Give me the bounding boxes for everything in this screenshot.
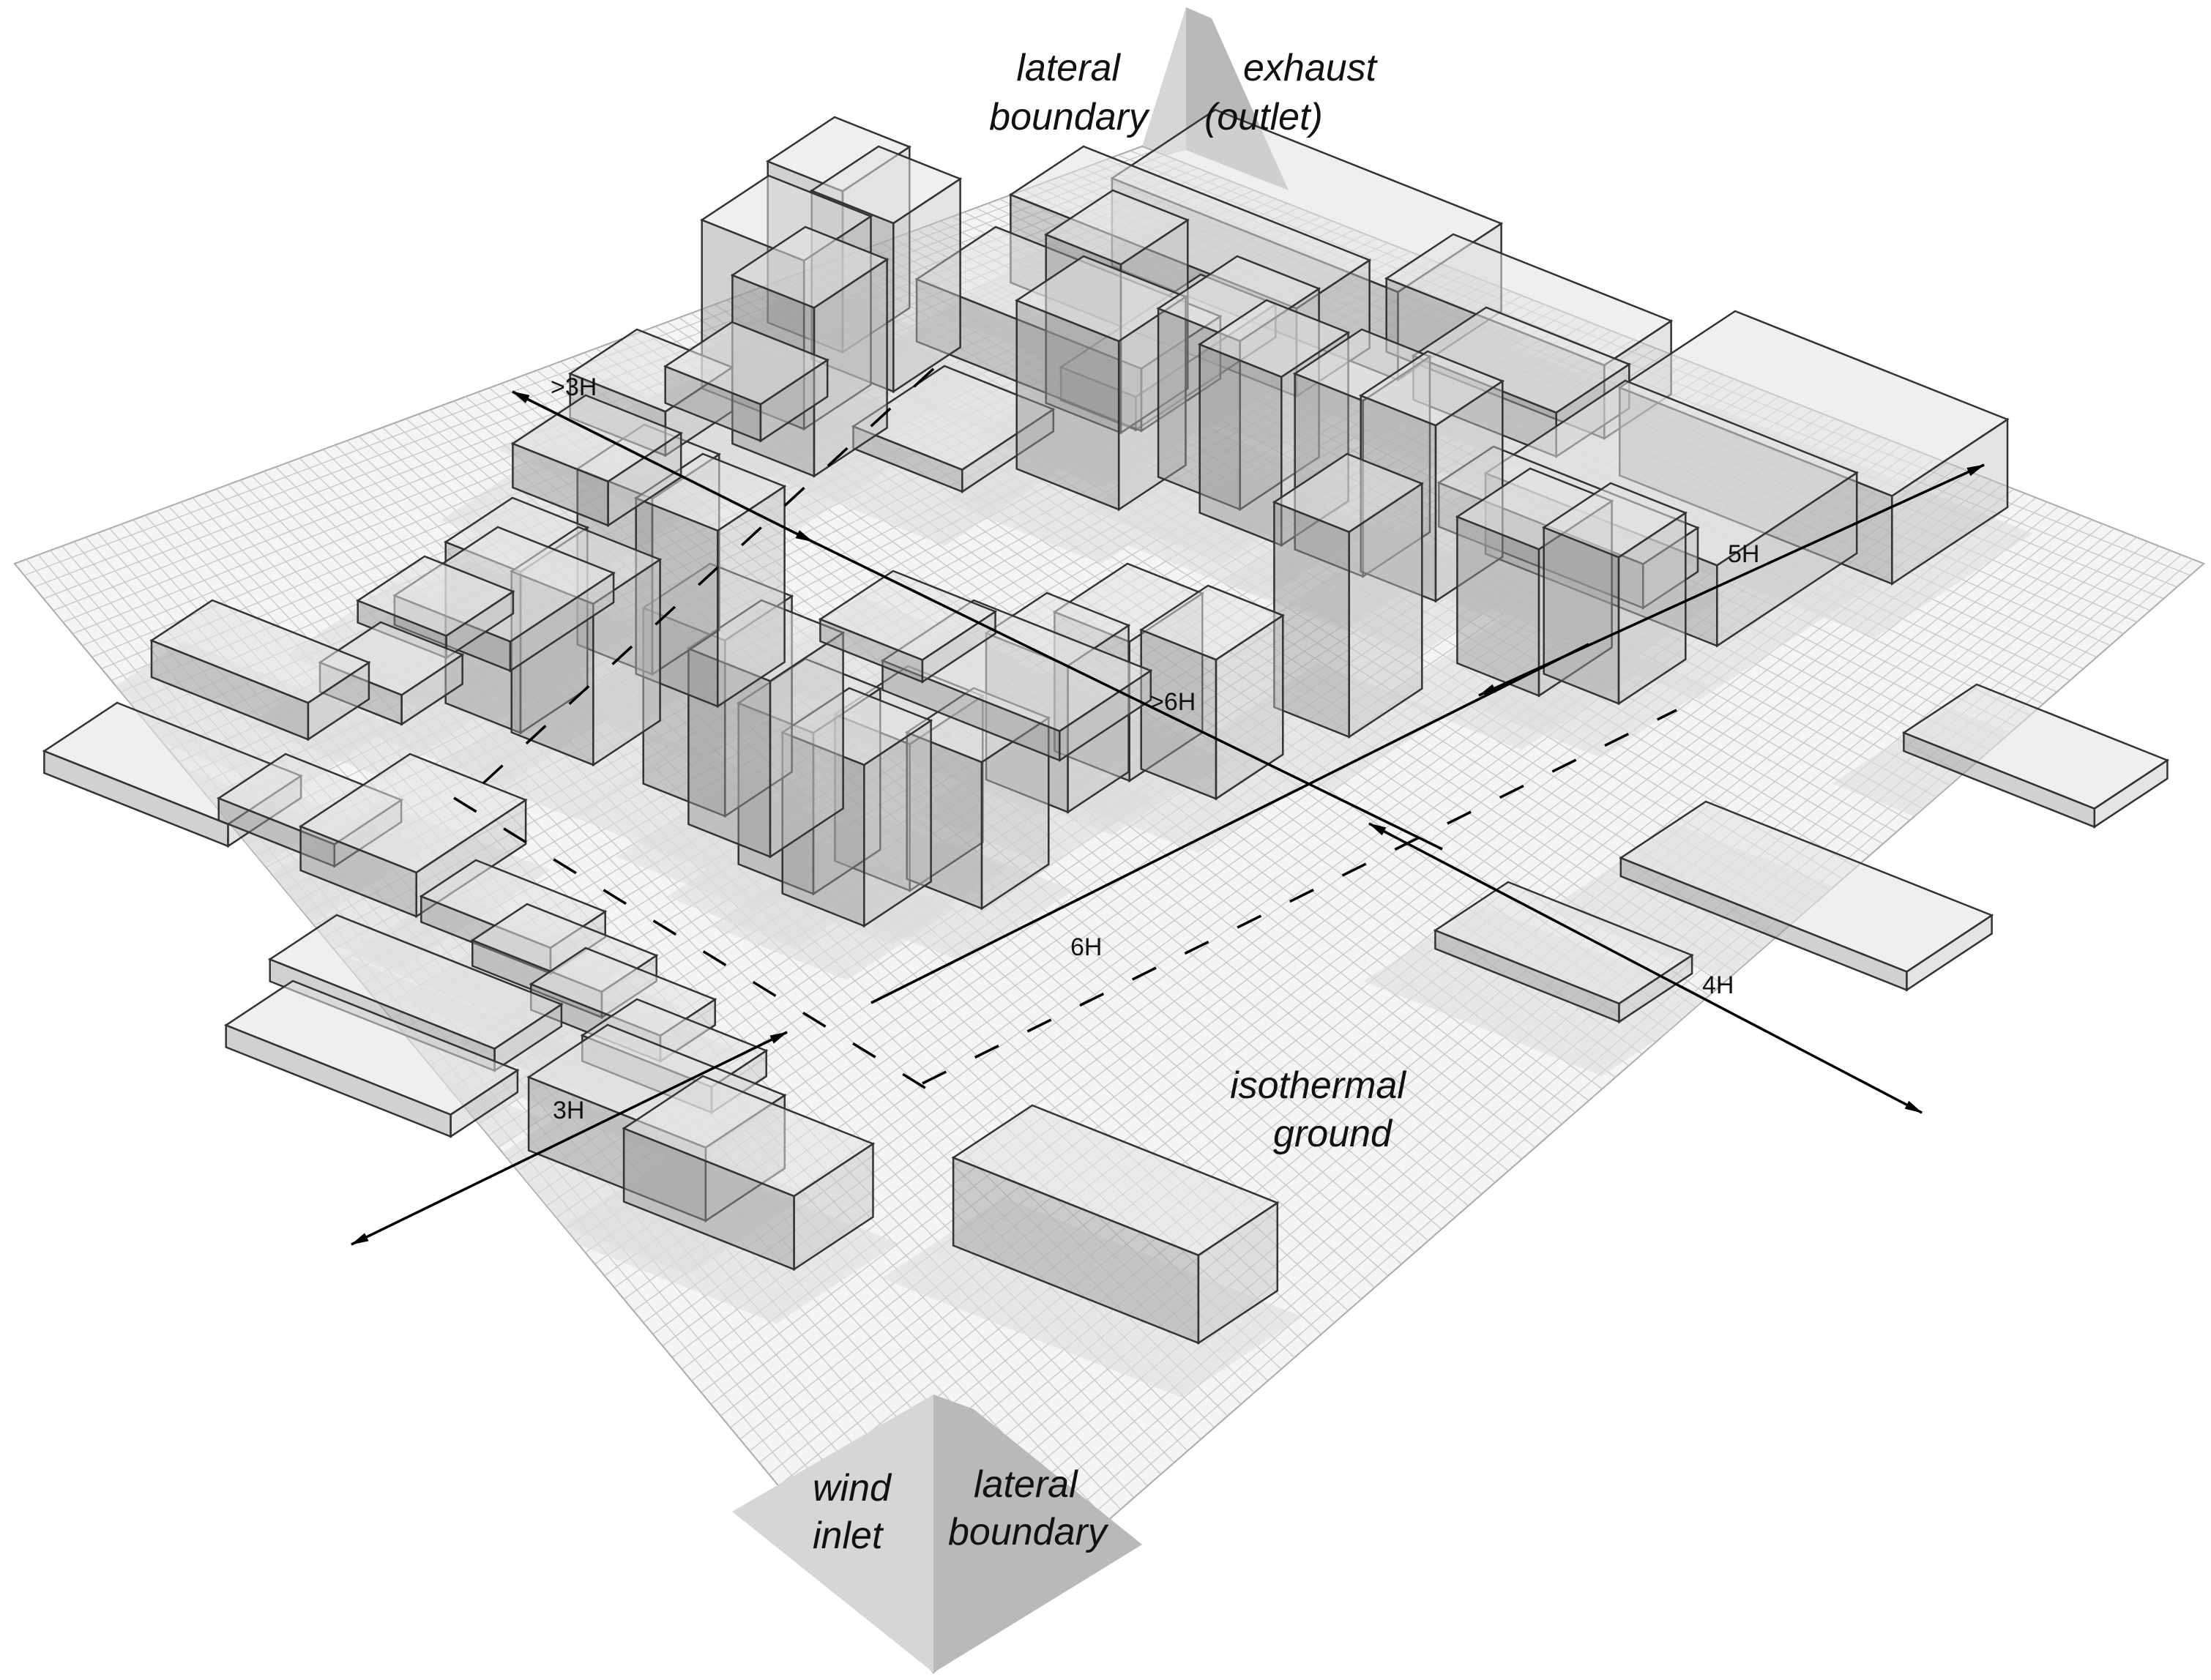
dim-label-3H: 3H: [553, 1097, 584, 1124]
building-roof: [686, 599, 846, 682]
building-face-left: [1543, 526, 1620, 706]
labels: lateral boundary exhaust (outlet) wind i…: [551, 47, 1759, 1557]
building-block: [905, 687, 1051, 911]
building-block: [780, 687, 933, 928]
label-ground: ground: [1273, 1113, 1393, 1155]
label-lateral-boundary-top-1: lateral: [1016, 47, 1121, 89]
building-roof: [1139, 584, 1285, 661]
building-block: [1139, 584, 1285, 801]
building-roof: [1901, 683, 2170, 810]
building-block: [318, 621, 465, 726]
building-roof: [298, 753, 528, 874]
label-exhaust: exhaust: [1243, 47, 1379, 89]
building-roof: [818, 570, 998, 661]
dim-line-6H: [870, 643, 1589, 1004]
building-roof: [1359, 350, 1505, 427]
label-inlet: inlet: [813, 1515, 884, 1557]
building-roof: [951, 1104, 1280, 1257]
building-block: [1272, 452, 1424, 739]
label-outlet: (outlet): [1204, 96, 1323, 138]
building-roof: [1008, 145, 1372, 310]
building-block: [851, 365, 1056, 494]
label-wind: wind: [813, 1467, 892, 1509]
building-block: [149, 599, 371, 742]
dim-label-6H: 6H: [1070, 933, 1102, 961]
dashed-line-upper: [482, 357, 946, 785]
dim-line-gt6H: [812, 540, 1443, 851]
building-roof: [356, 555, 515, 638]
dim-line-4H: [1368, 822, 1923, 1114]
label-lateral-boundary-bottom-2: boundary: [948, 1511, 1109, 1553]
label-isothermal: isothermal: [1230, 1064, 1406, 1107]
building-roof: [1411, 306, 1631, 414]
dimension-lines: [350, 357, 1986, 1246]
dim-label-5H: 5H: [1728, 540, 1759, 568]
building-roof: [318, 621, 465, 696]
label-lateral-boundary-bottom-1: lateral: [974, 1463, 1078, 1506]
dashed-line-lower: [922, 709, 1677, 1085]
building-block: [951, 1104, 1280, 1345]
dim-label-gt6H: >6H: [1149, 688, 1196, 716]
dim-line-gt3H: [511, 390, 814, 543]
dim-label-gt3H: >3H: [551, 373, 597, 401]
dim-line-3H: [350, 1031, 788, 1246]
building-halo: [439, 692, 685, 819]
label-lateral-boundary-top-2: boundary: [989, 96, 1150, 138]
building-face-left: [1198, 343, 1283, 547]
building-block: [686, 599, 846, 859]
building-roof: [730, 225, 890, 309]
building-block: [298, 753, 528, 919]
building-block: [1015, 255, 1188, 512]
building-roof: [1272, 452, 1424, 534]
building-roof: [780, 687, 933, 766]
building-face-left: [1273, 501, 1350, 739]
building-roof: [1198, 299, 1351, 378]
building-halo: [881, 1198, 1303, 1397]
building-roof: [1044, 189, 1190, 266]
building-roof: [1015, 255, 1188, 343]
building-roof: [1293, 328, 1432, 402]
building-roof: [149, 599, 371, 704]
building-block: [1542, 482, 1688, 706]
inlet-boundary-plane: [732, 1395, 1142, 1673]
building-roof: [1110, 108, 1504, 294]
dim-label-4H: 4H: [1702, 971, 1734, 999]
building-halo: [1069, 729, 1308, 854]
building-roof: [810, 145, 963, 225]
building-block: [1901, 683, 2170, 829]
building-block: [818, 570, 998, 684]
